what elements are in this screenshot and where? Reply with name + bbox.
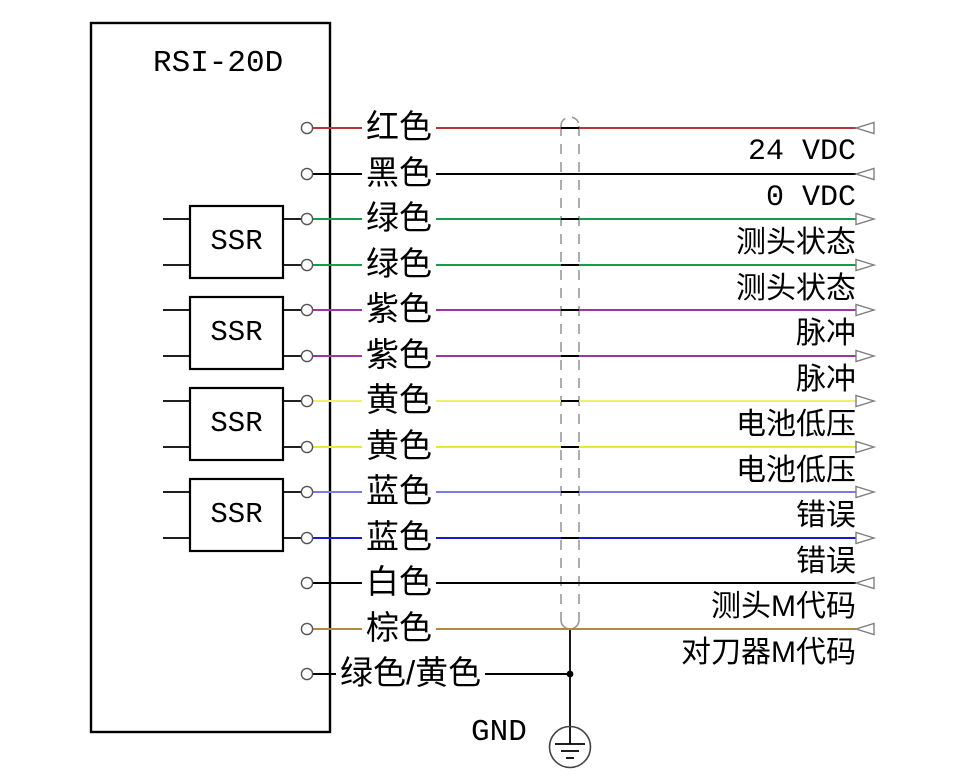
ssr-box (188, 295, 285, 371)
terminal-circle (300, 258, 314, 272)
terminal-circle (300, 531, 314, 545)
cable-shield (560, 116, 580, 630)
ssr-label: SSR (210, 225, 263, 258)
ssr-label: SSR (210, 498, 263, 531)
wire-color-label: 蓝色 (362, 518, 436, 556)
wire-color-label: 绿色 (362, 245, 436, 283)
wire-color-label: 白色 (362, 563, 436, 601)
wire-arrow-in-icon (853, 121, 875, 135)
signal-label: 错误 (796, 545, 856, 578)
terminal-circle (300, 167, 314, 181)
device-box (89, 21, 332, 734)
wire-color-label: 黄色 (362, 381, 436, 419)
wire-color-label: 绿色/黄色 (336, 654, 486, 692)
terminal-circle (300, 303, 314, 317)
terminal-circle (300, 212, 314, 226)
wire-color-label: 黑色 (362, 154, 436, 192)
signal-label: 脉冲 (796, 317, 856, 350)
terminal-circle (300, 349, 314, 363)
ssr-box (188, 386, 285, 462)
signal-label: 错误 (796, 499, 856, 532)
ssr-box (188, 204, 285, 280)
wire-arrow-out-icon (855, 394, 877, 408)
signal-label: 24 VDC (747, 135, 856, 169)
signal-label: 测头状态 (736, 272, 856, 305)
terminal-circle (300, 485, 314, 499)
wire-arrow-out-icon (855, 440, 877, 454)
ground-branch (548, 629, 592, 769)
wire-arrow-in-icon (853, 622, 875, 636)
terminal-circle (300, 622, 314, 636)
gnd-label: GND (471, 715, 527, 750)
wire-arrow-in-icon (853, 576, 875, 590)
wire-arrow-out-icon (855, 303, 877, 317)
wire-color-label: 黄色 (362, 427, 436, 465)
signal-label: 对刀器M代码 (681, 636, 856, 669)
terminal-circle (300, 440, 314, 454)
terminal-circle (300, 394, 314, 408)
wire-arrow-out-icon (855, 485, 877, 499)
wire-color-label: 紫色 (362, 290, 436, 328)
wire-color-label: 红色 (362, 108, 436, 146)
device-title: RSI-20D (153, 46, 284, 81)
wire-color-label: 蓝色 (362, 472, 436, 510)
signal-label: 0 VDC (765, 181, 856, 215)
wire-color-label: 紫色 (362, 336, 436, 374)
signal-label: 脉冲 (796, 363, 856, 396)
wire-color-label: 棕色 (362, 609, 436, 647)
signal-label: 测头状态 (736, 226, 856, 259)
wire-arrow-out-icon (855, 258, 877, 272)
shield-bottom-cap (560, 619, 580, 630)
wire-arrow-out-icon (855, 349, 877, 363)
terminal-circle (300, 576, 314, 590)
terminal-circle (300, 121, 314, 135)
terminal-circle (300, 667, 314, 681)
signal-label: 电池低压 (736, 454, 856, 487)
shield-top-cap (560, 116, 580, 127)
wire-color-label: 绿色 (362, 199, 436, 237)
wire-arrow-out-icon (855, 212, 877, 226)
wire-arrow-out-icon (855, 531, 877, 545)
ssr-box (188, 477, 285, 553)
signal-label: 电池低压 (736, 408, 856, 441)
signal-label: 测头M代码 (711, 590, 856, 623)
ssr-label: SSR (210, 316, 263, 349)
ssr-label: SSR (210, 407, 263, 440)
earth-ground-icon (548, 725, 592, 769)
wire-arrow-in-icon (853, 167, 875, 181)
